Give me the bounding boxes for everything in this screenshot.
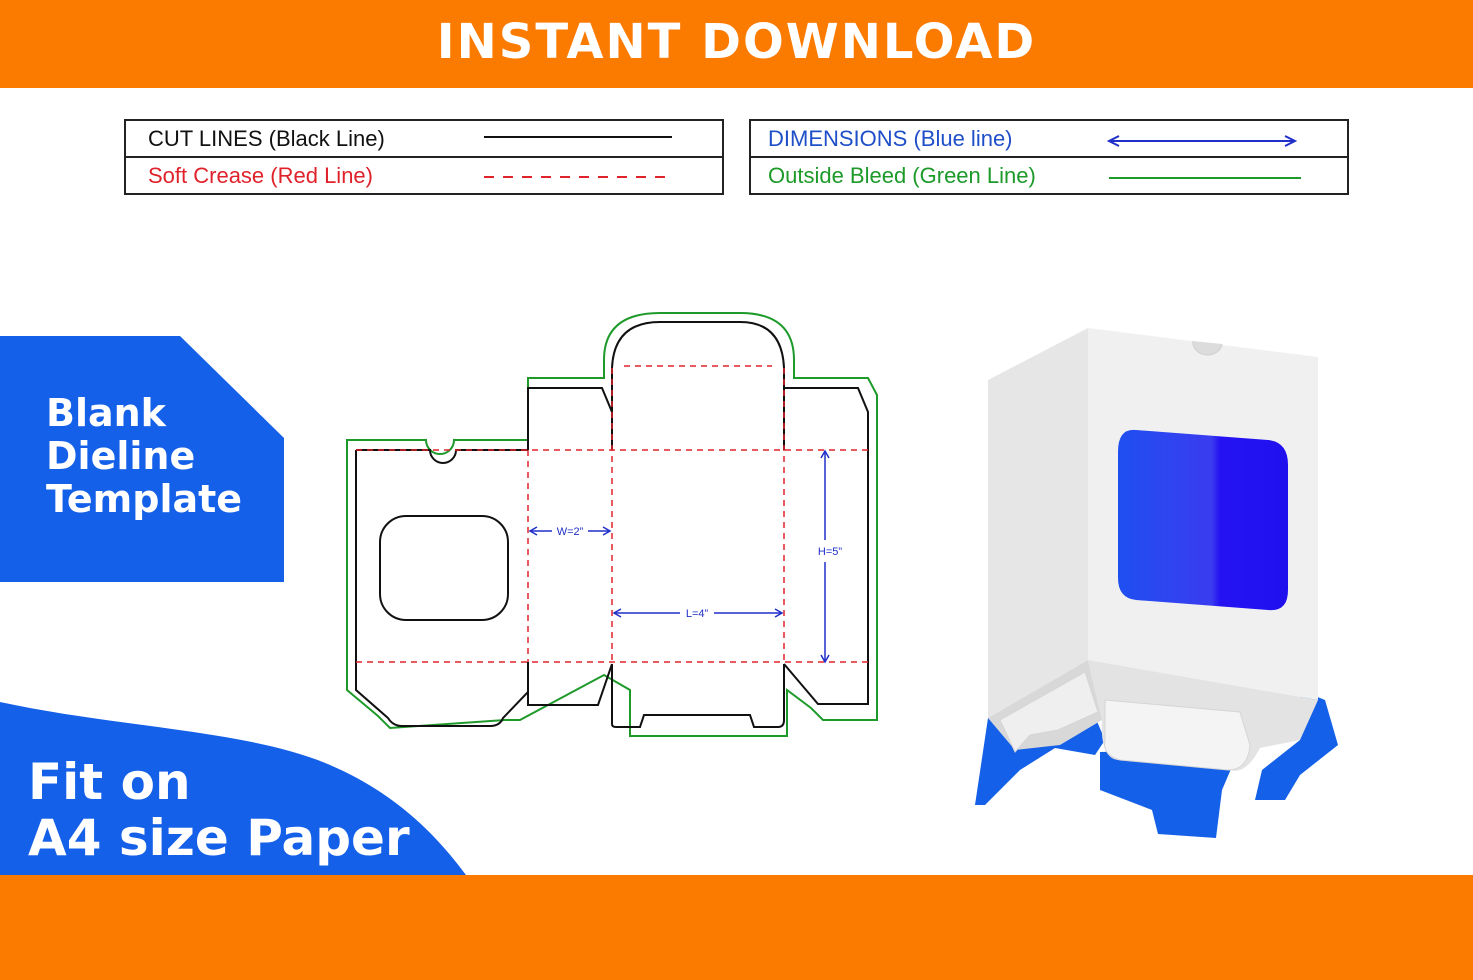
box-side-flap <box>999 671 1099 753</box>
box-dieline: W=2” L=4” H=5” <box>346 312 878 737</box>
bleed-outline <box>346 312 878 737</box>
bottom-flap-right <box>1255 690 1338 800</box>
bleed-line-sample <box>1109 177 1301 179</box>
legend-row-crease: Soft Crease (Red Line) <box>126 158 722 195</box>
dimension-arrow-sample <box>1106 135 1298 147</box>
legend-left: CUT LINES (Black Line) Soft Crease (Red … <box>124 119 724 195</box>
banner-title: INSTANT DOWNLOAD <box>436 14 1037 70</box>
legend-row-dimensions: DIMENSIONS (Blue line) <box>751 121 1347 158</box>
soft-crease-label: Soft Crease (Red Line) <box>148 163 373 188</box>
legend-right: DIMENSIONS (Blue line) Outside Bleed (Gr… <box>749 119 1349 195</box>
cut-lines <box>355 321 869 728</box>
badge-line-3: Template <box>46 477 243 521</box>
cut-lines-label: CUT LINES (Black Line) <box>148 126 385 151</box>
bottom-flap-front <box>1100 748 1240 838</box>
a4-line-1: Fit on <box>28 753 191 811</box>
top-banner: INSTANT DOWNLOAD <box>0 0 1473 88</box>
crease-lines <box>356 365 868 663</box>
a4-badge-text: Fit on A4 size Paper <box>28 754 410 866</box>
cut-line-sample <box>484 136 672 138</box>
template-badge-text: Blank Dieline Template <box>46 392 242 521</box>
bottom-banner <box>0 875 1473 980</box>
a4-badge-shape <box>0 702 466 875</box>
length-dimension-label: L=4” <box>686 608 709 620</box>
legend-row-cut: CUT LINES (Black Line) <box>126 121 722 158</box>
box-side-panel <box>988 328 1088 718</box>
legend-row-bleed: Outside Bleed (Green Line) <box>751 158 1347 195</box>
crease-line-sample <box>484 176 672 178</box>
template-badge-shape <box>0 336 284 582</box>
box-window <box>1118 429 1288 611</box>
badge-line-1: Blank <box>46 391 166 435</box>
a4-line-2: A4 size Paper <box>28 809 410 867</box>
badge-line-2: Dieline <box>46 434 196 478</box>
width-dimension-label: W=2” <box>557 526 584 538</box>
box-mockup <box>975 328 1338 838</box>
box-tuck-lip <box>1104 699 1251 771</box>
dimension-lines <box>528 449 830 664</box>
thumb-notch <box>1192 340 1223 356</box>
height-dimension-label: H=5” <box>818 546 842 558</box>
dimensions-label: DIMENSIONS (Blue line) <box>768 126 1013 151</box>
outside-bleed-label: Outside Bleed (Green Line) <box>768 163 1036 188</box>
